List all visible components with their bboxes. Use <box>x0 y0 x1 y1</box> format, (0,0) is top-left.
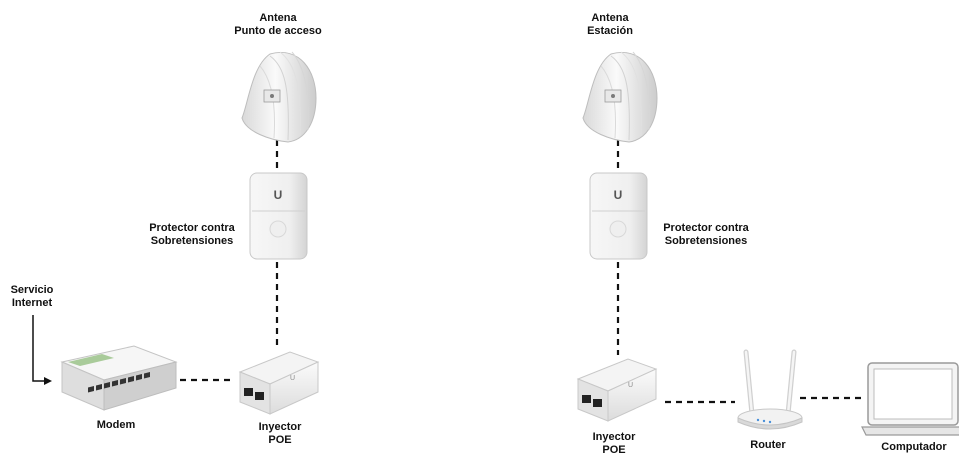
svg-text:U: U <box>628 382 633 389</box>
svg-text:U: U <box>614 188 623 202</box>
surge-protector-icon: U <box>589 172 648 260</box>
internet-label-line2: Internet <box>11 297 53 309</box>
antenna-icon <box>582 51 658 143</box>
surge-left-label: Protector contra Sobretensiones <box>140 222 244 248</box>
poe-injector-icon: U <box>238 351 320 415</box>
poe-right-label: Inyector POE <box>582 431 646 453</box>
router-label: Router <box>750 439 786 451</box>
laptop-icon <box>861 362 959 436</box>
ap-antenna-label: Antena Punto de acceso <box>224 12 332 38</box>
surge-left-label-line2: Sobretensiones <box>150 235 234 247</box>
surge-protector-icon: U <box>249 172 308 260</box>
ap-antenna-label-line2: Punto de acceso <box>234 25 322 37</box>
router-icon <box>737 349 803 430</box>
svg-text:U: U <box>290 375 295 382</box>
surge-right-label: Protector contra Sobretensiones <box>654 222 758 248</box>
poe-left-label: Inyector POE <box>248 421 312 447</box>
surge-right-label-line1: Protector contra <box>663 222 749 234</box>
connector-lines <box>180 140 862 404</box>
poe-left-label-line2: POE <box>268 434 292 446</box>
internet-label: Servicio Internet <box>4 284 60 310</box>
internet-label-line1: Servicio <box>10 284 54 296</box>
svg-text:U: U <box>274 188 283 202</box>
modem-label: Modem <box>96 419 136 431</box>
st-antenna-label-line1: Antena <box>591 12 629 24</box>
internet-arrow <box>32 315 52 385</box>
surge-left-label-line1: Protector contra <box>149 222 235 234</box>
st-antenna-label-line2: Estación <box>587 25 633 37</box>
poe-right-label-line1: Inyector <box>592 431 636 443</box>
poe-left-label-line1: Inyector <box>258 421 302 433</box>
computer-label: Computador <box>881 441 947 453</box>
antenna-icon <box>241 51 317 143</box>
poe-right-label-line2: POE <box>602 444 626 453</box>
surge-right-label-line2: Sobretensiones <box>664 235 748 247</box>
st-antenna-label: Antena Estación <box>568 12 652 38</box>
ap-antenna-label-line1: Antena <box>259 12 297 24</box>
modem-switch-icon <box>60 345 178 411</box>
poe-injector-icon: U <box>576 358 658 422</box>
